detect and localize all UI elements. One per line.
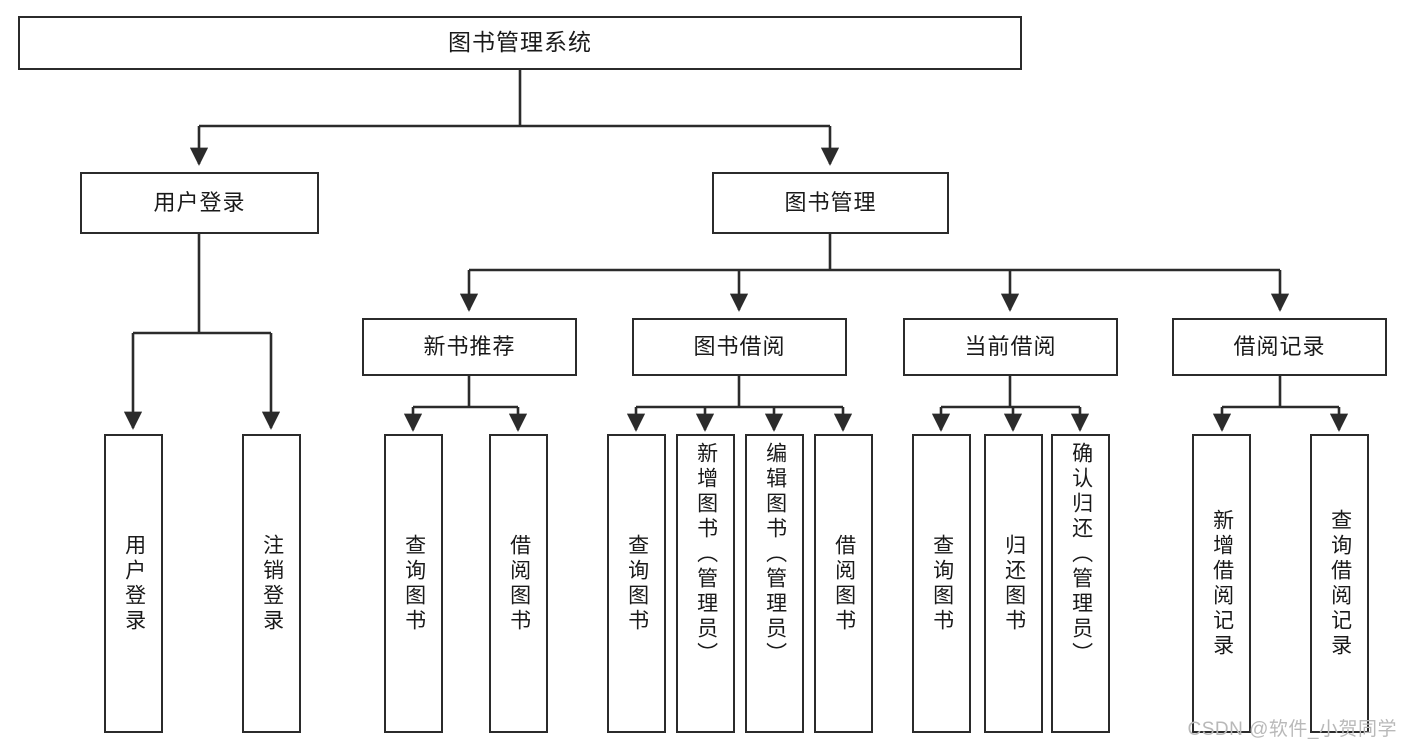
leaf-query-book-current[interactable]: 查询图书	[912, 434, 971, 733]
node-label: 图书管理系统	[448, 29, 592, 56]
leaf-return-book[interactable]: 归还图书	[984, 434, 1043, 733]
node-label: 当前借阅	[964, 333, 1057, 359]
node-label: 用户登录	[122, 533, 146, 634]
leaf-borrow-book-borrow[interactable]: 借阅图书	[814, 434, 873, 733]
node-label: 新增借阅记录	[1210, 508, 1234, 659]
node-borrow-record[interactable]: 借阅记录	[1172, 318, 1387, 376]
node-label: 图书借阅	[693, 333, 786, 359]
leaf-confirm-return[interactable]: 确认归还（管理员）	[1051, 434, 1110, 733]
node-book-borrow[interactable]: 图书借阅	[632, 318, 847, 376]
node-label: 归还图书	[1002, 533, 1026, 634]
watermark-text: CSDN @软件_小贺同学	[1187, 719, 1397, 740]
node-label: 借阅记录	[1233, 333, 1326, 359]
node-label: 查询图书	[402, 533, 426, 634]
leaf-query-book-recommend[interactable]: 查询图书	[384, 434, 443, 733]
node-label: 确认归还（管理员）	[1069, 442, 1093, 667]
node-new-book-recommend[interactable]: 新书推荐	[362, 318, 577, 376]
leaf-query-book-borrow[interactable]: 查询图书	[607, 434, 666, 733]
node-label: 注销登录	[260, 533, 284, 634]
node-current-borrow[interactable]: 当前借阅	[903, 318, 1118, 376]
node-label: 借阅图书	[507, 533, 531, 634]
node-label: 借阅图书	[832, 533, 856, 634]
node-label: 图书管理	[784, 189, 877, 215]
node-root-system[interactable]: 图书管理系统	[18, 16, 1022, 70]
leaf-borrow-book-recommend[interactable]: 借阅图书	[489, 434, 548, 733]
node-label: 新增图书（管理员）	[694, 442, 718, 667]
leaf-logout-login[interactable]: 注销登录	[242, 434, 301, 733]
node-label: 用户登录	[153, 189, 246, 215]
node-user-login[interactable]: 用户登录	[80, 172, 319, 234]
leaf-edit-book[interactable]: 编辑图书（管理员）	[745, 434, 804, 733]
node-book-manage[interactable]: 图书管理	[712, 172, 949, 234]
leaf-user-login[interactable]: 用户登录	[104, 434, 163, 733]
leaf-add-book[interactable]: 新增图书（管理员）	[676, 434, 735, 733]
node-label: 新书推荐	[423, 333, 516, 359]
leaf-add-borrow-record[interactable]: 新增借阅记录	[1192, 434, 1251, 733]
node-label: 编辑图书（管理员）	[763, 442, 787, 667]
node-label: 查询图书	[930, 533, 954, 634]
node-label: 查询借阅记录	[1328, 508, 1352, 659]
leaf-query-borrow-record[interactable]: 查询借阅记录	[1310, 434, 1369, 733]
node-label: 查询图书	[625, 533, 649, 634]
